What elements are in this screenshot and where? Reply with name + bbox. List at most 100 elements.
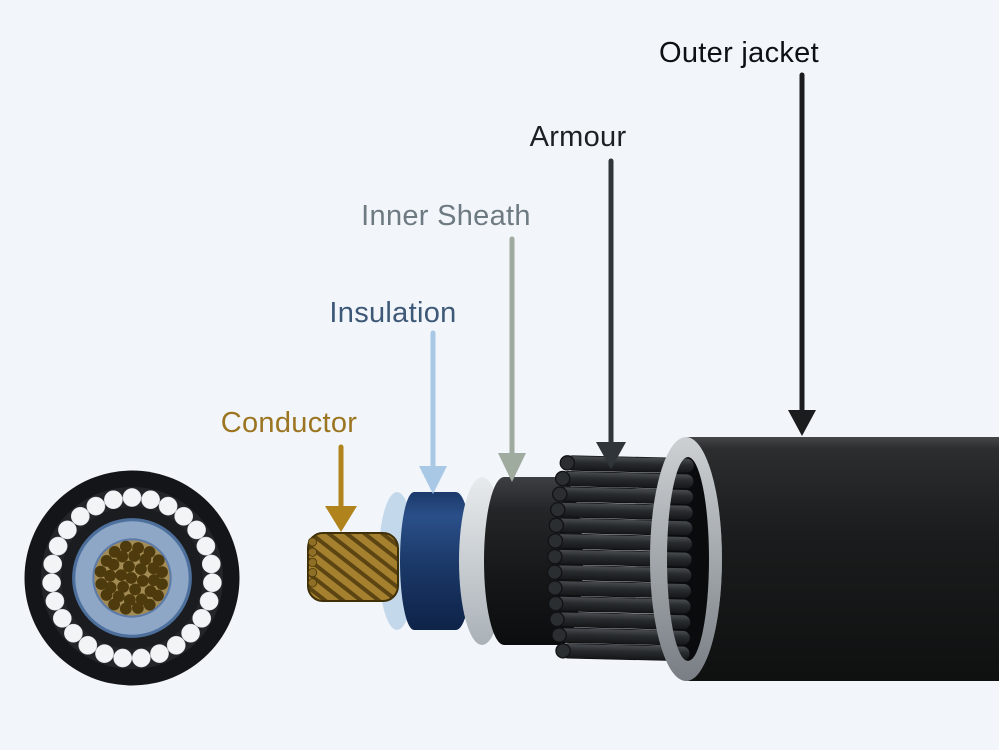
armour-wire-end [547, 595, 564, 612]
cs-armour-wire [141, 490, 160, 510]
cs-armour-wire [70, 506, 90, 526]
outer-jacket-label: Outer jacket [659, 37, 819, 69]
cs-armour-wire [52, 608, 72, 628]
armour-wire [553, 596, 692, 615]
armour-wire [557, 486, 694, 505]
insulation-arrow-head [419, 466, 447, 494]
callouts: Conductor Insulation Inner Sheath Armour… [221, 37, 819, 532]
cross-section-view [24, 470, 240, 686]
cs-armour-wire [131, 648, 151, 668]
cs-strand [122, 560, 135, 573]
cs-armour-wire [166, 635, 186, 655]
cs-armour-wire [104, 490, 123, 510]
cs-armour-wire [192, 608, 212, 628]
armour-wire-end [546, 564, 563, 581]
armour-wire-end [549, 611, 565, 628]
cs-armour-wire [42, 573, 61, 593]
cs-strand [143, 598, 156, 611]
cs-armour-wire [64, 623, 83, 643]
cs-armour-wire [199, 591, 219, 611]
conductor-body [307, 532, 399, 602]
cs-armour-wire [203, 573, 222, 593]
cs-strand [119, 602, 132, 615]
inner-sheath-label: Inner Sheath [361, 200, 531, 232]
cs-conductor-strands [94, 540, 168, 615]
armour-wire [552, 564, 692, 583]
armour-wire-end [551, 627, 567, 643]
armour-arrow-head [596, 442, 626, 469]
cs-armour-wire [196, 536, 216, 556]
cs-strand [125, 572, 138, 584]
armour-wire-end [547, 533, 564, 549]
outer-jacket-face-ring [650, 437, 722, 681]
armour-wire-end [554, 470, 571, 487]
armour-wire [552, 549, 693, 568]
cs-armour-wire [150, 644, 169, 663]
cs-armour-wire [187, 520, 206, 540]
conductor-arrow-head [325, 506, 357, 532]
cs-strand [115, 569, 128, 581]
conductor-label: Conductor [221, 407, 358, 439]
cs-strand [108, 598, 120, 611]
inner-sheath-arrow-head [498, 453, 526, 482]
cs-strand [108, 546, 121, 558]
cs-armour-wire [158, 496, 178, 516]
armour-wire-end [547, 548, 563, 565]
cs-strand [132, 542, 145, 554]
callout-outer-jacket: Outer jacket [659, 37, 819, 436]
callout-insulation: Insulation [329, 297, 456, 494]
cs-armour-wire [45, 591, 65, 611]
conductor-strand-end [307, 557, 318, 568]
cs-strand [152, 589, 164, 602]
cs-armour-wire [174, 506, 194, 526]
outer-jacket-body [686, 437, 999, 681]
cs-strand [104, 569, 116, 582]
cs-strand [95, 578, 108, 590]
cs-armour-wire [122, 488, 142, 507]
armour-wire [555, 502, 694, 521]
cs-strand [152, 554, 165, 567]
cs-strand [100, 589, 113, 601]
callout-armour: Armour [530, 121, 626, 469]
cs-armour-wire-ring [42, 488, 222, 668]
conductor-strand-end [307, 537, 318, 547]
cs-strand [132, 602, 144, 614]
conductor-cylinder [307, 532, 399, 602]
cs-strand [117, 581, 129, 593]
cs-armour-wire [78, 635, 98, 655]
cs-strand [94, 565, 107, 578]
cs-armour-wire [58, 520, 77, 540]
cs-strand [120, 540, 132, 553]
exploded-cable-view [307, 437, 999, 681]
callout-inner-sheath: Inner Sheath [361, 200, 531, 482]
armour-wire-end [552, 486, 568, 502]
armour-wire [552, 580, 692, 599]
armour-wire-end [550, 501, 566, 518]
conductor-strand-ends [307, 537, 318, 588]
cs-strand [129, 583, 142, 596]
conductor-strand-end [307, 578, 318, 588]
conductor-strand-end [307, 567, 318, 578]
insulation-label: Insulation [329, 297, 456, 329]
conductor-strand-end [307, 547, 318, 557]
armour-wire [554, 517, 694, 536]
armour-wire [553, 533, 693, 552]
cs-armour-wire [95, 644, 114, 663]
cs-armour-wire [43, 554, 63, 574]
cs-strand [156, 566, 168, 578]
cs-strand [156, 578, 168, 590]
cs-armour-wire [48, 536, 68, 556]
cs-armour-wire [201, 554, 221, 574]
cs-strand [100, 555, 113, 567]
cs-strand [136, 575, 149, 587]
callout-conductor: Conductor [221, 407, 358, 532]
insulation-body [400, 492, 472, 630]
armour-wire-end [555, 643, 571, 659]
cs-insulation-edge [72, 518, 192, 638]
cs-armour-wire [181, 623, 200, 643]
armour-wire-end [559, 455, 576, 471]
cs-armour-wire [113, 648, 133, 668]
cs-strand [135, 563, 147, 575]
cs-conductor-edge [92, 538, 172, 618]
